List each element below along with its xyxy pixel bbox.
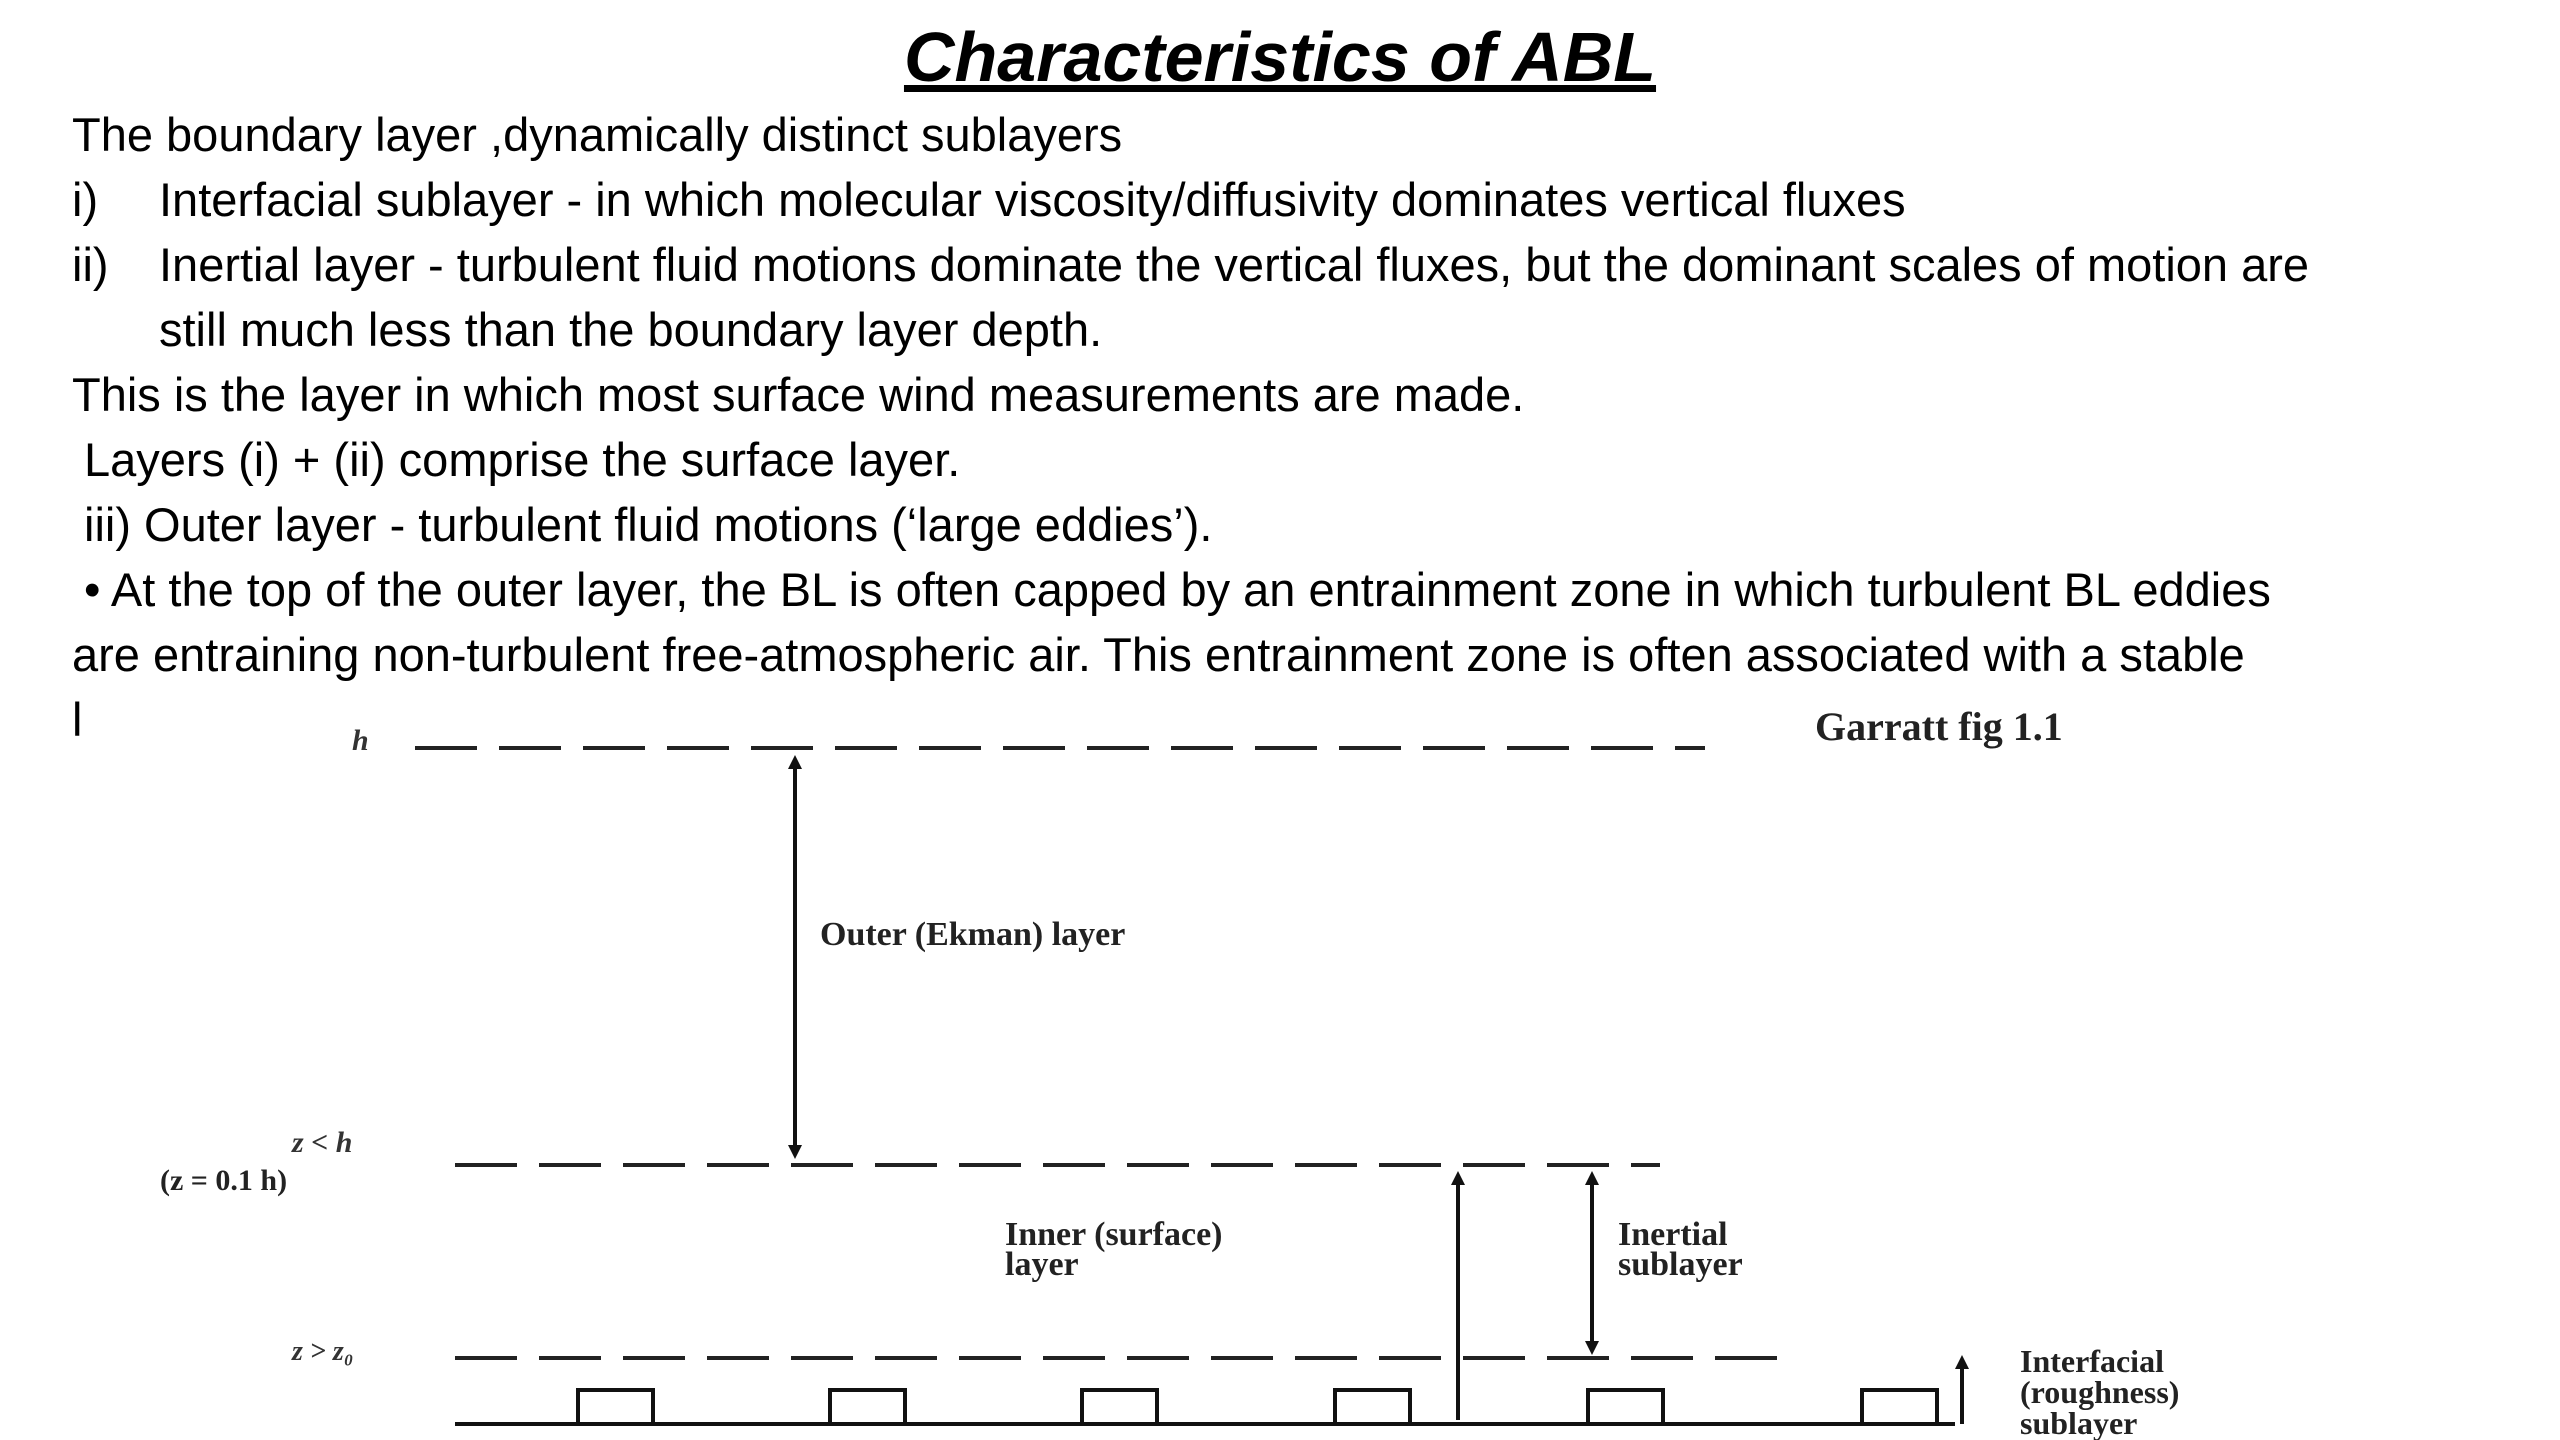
label-z-less-h: z < h <box>291 1126 352 1159</box>
label-z-equals: (z = 0.1 h) <box>160 1164 287 1197</box>
outer-layer-label: Outer (Ekman) layer <box>820 916 1125 953</box>
list-item-inertial: ii) Inertial layer - turbulent fluid mot… <box>72 232 2492 297</box>
list-number: i) <box>72 173 99 226</box>
body-line: iii) Outer layer - turbulent fluid motio… <box>84 498 1213 551</box>
bullet-line: • At the top of the outer layer, the BL … <box>84 563 2271 616</box>
inner-layer-label-line2: layer <box>1005 1246 1079 1283</box>
roughness-elements <box>576 1388 1939 1426</box>
list-item-text: Interfacial sublayer - in which molecula… <box>159 173 1906 226</box>
body-line: This is the layer in which most surface … <box>72 368 1525 421</box>
interfacial-label-line1: Interfacial <box>2020 1343 2164 1379</box>
intro-line: The boundary layer ,dynamically distinct… <box>72 108 1123 161</box>
inertial-label-line2: sublayer <box>1618 1246 1743 1283</box>
label-h: h <box>352 724 369 757</box>
list-number: ii) <box>72 238 109 291</box>
slide-body: The boundary layer ,dynamically distinct… <box>72 102 2492 752</box>
label-z-greater-z0: z > z₀ <box>291 1336 354 1367</box>
list-item-interfacial: i) Interfacial sublayer - in which molec… <box>72 167 2492 232</box>
list-item-text: Inertial layer - turbulent fluid motions… <box>159 238 2310 291</box>
inner-layer-label-line1: Inner (surface) <box>1005 1216 1223 1253</box>
list-item-continuation: still much less than the boundary layer … <box>159 303 1103 356</box>
figure-caption: Garratt fig 1.1 <box>1815 704 2063 749</box>
body-line: are entraining non-turbulent free-atmosp… <box>72 628 2245 681</box>
truncated-line: l <box>72 693 83 746</box>
slide-title: Characteristics of ABL <box>903 18 1657 96</box>
interfacial-label-line3: sublayer <box>2020 1405 2137 1440</box>
inertial-label-line1: Inertial <box>1618 1216 1728 1253</box>
boundary-layer-diagram: Garratt fig 1.1 h Outer (Ekman) layer z … <box>160 704 2179 1440</box>
body-line: Layers (i) + (ii) comprise the surface l… <box>84 433 961 486</box>
interfacial-label-line2: (roughness) <box>2020 1374 2179 1410</box>
